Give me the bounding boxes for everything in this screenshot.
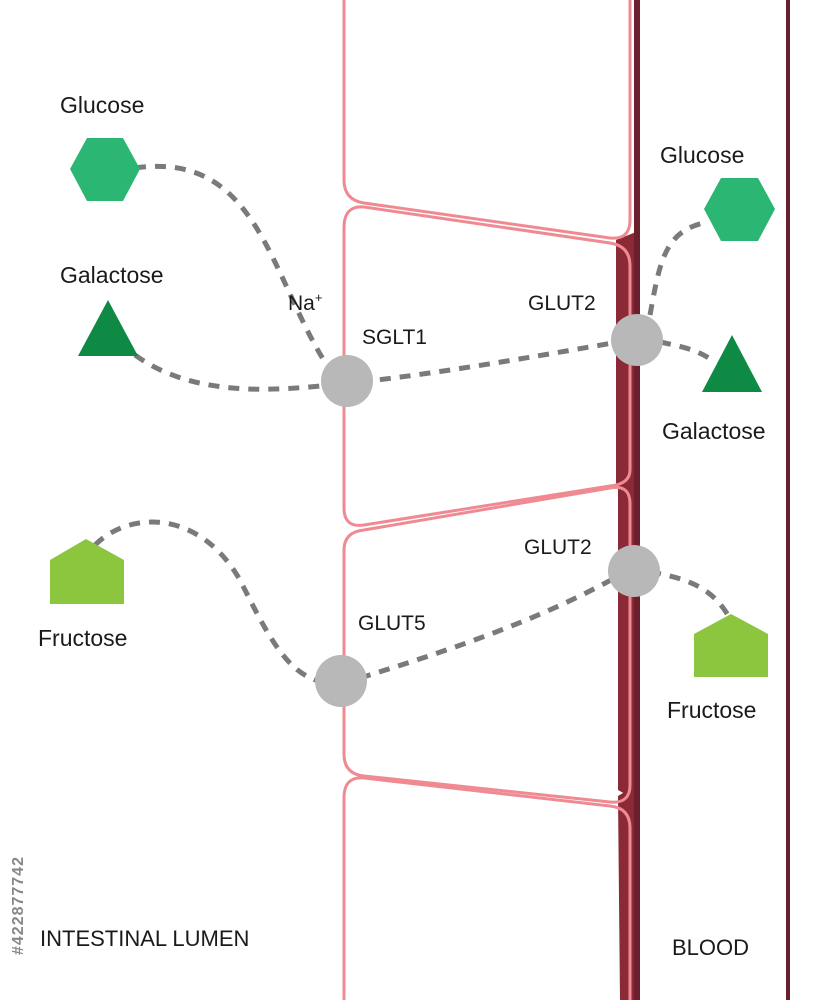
sodium-label: Na+ xyxy=(288,290,322,316)
stock-id-text: #422877742 xyxy=(10,856,27,955)
galactose-path-blood xyxy=(659,339,714,363)
glut2-upper-transporter xyxy=(611,314,663,366)
glucose-hexagon-blood xyxy=(704,178,775,241)
glucose-label-blood: Glucose xyxy=(660,142,745,168)
galactose-label-lumen: Galactose xyxy=(60,262,164,288)
galactose-triangle-blood xyxy=(702,335,762,392)
sglt1-label: SGLT1 xyxy=(362,326,427,349)
galactose-label-blood: Galactose xyxy=(662,418,766,444)
fructose-path-lumen xyxy=(93,519,331,686)
glut2-upper-label: GLUT2 xyxy=(528,292,596,315)
glut5-to-glut2-path xyxy=(359,572,622,681)
sglt1-to-glut2-path xyxy=(359,337,631,385)
galactose-triangle-lumen xyxy=(78,300,138,356)
blood-label: BLOOD xyxy=(672,935,750,960)
transport-paths xyxy=(93,163,731,686)
galactose-path-lumen xyxy=(133,352,331,392)
glut5-transporter xyxy=(315,655,367,707)
glut2-lower-label: GLUT2 xyxy=(524,536,592,559)
molecules xyxy=(50,138,775,677)
glucose-label-lumen: Glucose xyxy=(60,92,145,118)
sodium-symbol: Na xyxy=(288,292,315,315)
stock-id-watermark: #422877742 xyxy=(10,765,34,955)
fructose-label-blood: Fructose xyxy=(667,697,757,723)
fructose-path-blood xyxy=(649,569,731,617)
glucose-hexagon-lumen xyxy=(70,138,140,201)
intestinal-lumen-label: INTESTINAL LUMEN xyxy=(40,926,250,951)
glut2-lower-transporter xyxy=(608,545,660,597)
fructose-pentagon-blood xyxy=(694,614,768,677)
sglt1-transporter xyxy=(321,355,373,407)
sodium-charge: + xyxy=(314,290,323,305)
fructose-label-lumen: Fructose xyxy=(38,625,128,651)
fructose-pentagon-lumen xyxy=(50,539,124,604)
cell-4 xyxy=(342,776,632,1000)
glut5-label: GLUT5 xyxy=(358,612,426,635)
cell-2 xyxy=(342,205,632,527)
transporters xyxy=(315,314,663,707)
epithelial-cells xyxy=(342,0,632,1000)
glucose-path-lumen xyxy=(134,163,333,372)
glucose-path-blood xyxy=(647,219,709,316)
cell-1 xyxy=(342,0,632,240)
cell-3 xyxy=(342,485,632,804)
